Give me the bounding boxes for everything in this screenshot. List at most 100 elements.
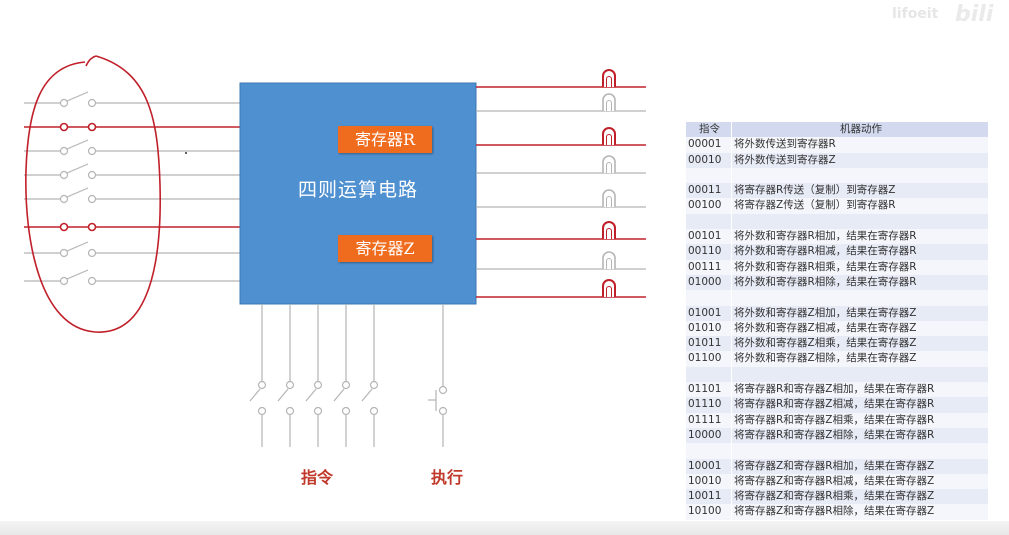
instruction-action [732, 168, 988, 183]
switch-contact [438, 406, 448, 416]
lamp-bulb [602, 279, 616, 297]
switch-contact [87, 194, 97, 204]
instruction-code: 00001 [686, 137, 732, 153]
stray-dot [185, 152, 187, 154]
switch-blade-open [66, 163, 89, 174]
switch-contact [59, 194, 69, 204]
table-row [686, 366, 988, 383]
switch-contact [87, 222, 97, 232]
instruction-code: 01001 [686, 305, 732, 321]
switch-blade-open [249, 388, 261, 402]
switch-contact [59, 122, 69, 132]
instruction-code: 10011 [686, 489, 732, 505]
instruction-code: 10010 [686, 473, 732, 490]
watermark-text: lifoeit [892, 6, 939, 22]
switch-contact [59, 170, 69, 180]
instruction-code: 01000 [686, 274, 732, 291]
switch-contact [313, 406, 323, 416]
switch-contact [59, 248, 69, 258]
instruction-action: 将外数和寄存器Z相除，结果在寄存器Z [734, 352, 917, 365]
switch-contact [87, 170, 97, 180]
switch-contact [87, 146, 97, 156]
switch-blade-open [333, 388, 345, 402]
switch-contact [313, 380, 323, 390]
instruction-code: 01101 [686, 382, 732, 398]
lamp-bulb [602, 93, 616, 111]
switch-contact [285, 406, 295, 416]
instruction-action: 将寄存器R和寄存器Z相除，结果在寄存器R [734, 428, 935, 441]
lamp-filament [606, 286, 612, 297]
switch-blade-open [277, 388, 289, 402]
switch-contact [438, 385, 448, 395]
switch-contact [341, 380, 351, 390]
instruction-code: 00011 [686, 183, 732, 199]
instruction-action: 将外数传送到寄存器Z [734, 153, 836, 166]
switch-blade-open [66, 269, 89, 280]
register-z: 寄存器Z [338, 235, 432, 262]
instruction-action: 将寄存器R和寄存器Z相乘，结果在寄存器R [734, 413, 935, 426]
instruction-switch-group [249, 304, 379, 447]
switch-contact [257, 406, 267, 416]
instruction-action [732, 290, 988, 305]
instruction-action: 将寄存器Z和寄存器R相乘，结果在寄存器Z [734, 490, 935, 503]
switch-contact [285, 380, 295, 390]
table-row [686, 443, 988, 459]
lamp-bulb [602, 189, 616, 207]
watermark-logo: bili [955, 2, 994, 27]
handdrawn-ellipse [25, 55, 162, 333]
switch-contact [87, 248, 97, 258]
lamp-filament [606, 228, 612, 239]
instruction-code: 10001 [686, 458, 732, 474]
register-r: 寄存器R [338, 126, 432, 153]
switch-blade-open [305, 388, 317, 402]
lamp-filament [606, 76, 612, 87]
table-row [686, 167, 988, 184]
switch-blade-open [361, 388, 373, 402]
instruction-label: 指令 [301, 468, 334, 487]
main-box-title: 四则运算电路 [297, 179, 418, 201]
lamp-filament [606, 100, 612, 111]
instruction-code [686, 213, 732, 230]
instruction-action: 将寄存器Z和寄存器R相减，结果在寄存器Z [734, 474, 935, 487]
instruction-action: 将寄存器Z和寄存器R相加，结果在寄存器Z [734, 459, 935, 472]
lamp-filament [606, 258, 612, 269]
instruction-action: 将外数和寄存器Z相减，结果在寄存器Z [734, 321, 917, 334]
instruction-code [686, 366, 732, 383]
instruction-action: 将寄存器Z和寄存器R相除，结果在寄存器Z [734, 505, 935, 518]
instruction-code: 00111 [686, 259, 732, 275]
switch-contact [87, 98, 97, 108]
instruction-action [732, 214, 988, 229]
instruction-code [686, 290, 732, 306]
instruction-code [686, 167, 732, 184]
instruction-code: 00010 [686, 152, 732, 168]
instruction-action: 将寄存器R和寄存器Z相加，结果在寄存器R [734, 383, 935, 396]
instruction-action: 将外数和寄存器R相乘，结果在寄存器R [734, 260, 917, 273]
instruction-action: 将外数和寄存器R相减，结果在寄存器R [734, 245, 917, 258]
instruction-code: 01111 [686, 412, 732, 428]
instruction-code: 01110 [686, 397, 732, 413]
instruction-action: 将外数和寄存器R相加，结果在寄存器R [734, 230, 917, 243]
table-row [686, 290, 988, 306]
instruction-code: 01010 [686, 320, 732, 337]
arithmetic-circuit-box [239, 82, 477, 305]
instruction-action: 将寄存器R传送（复制）到寄存器Z [734, 184, 896, 197]
lamp-bulb [602, 155, 616, 173]
instruction-action: 将外数和寄存器R相除，结果在寄存器R [734, 275, 917, 288]
instruction-code: 00110 [686, 244, 732, 260]
instruction-action: 将寄存器Z传送（复制）到寄存器R [734, 199, 896, 212]
